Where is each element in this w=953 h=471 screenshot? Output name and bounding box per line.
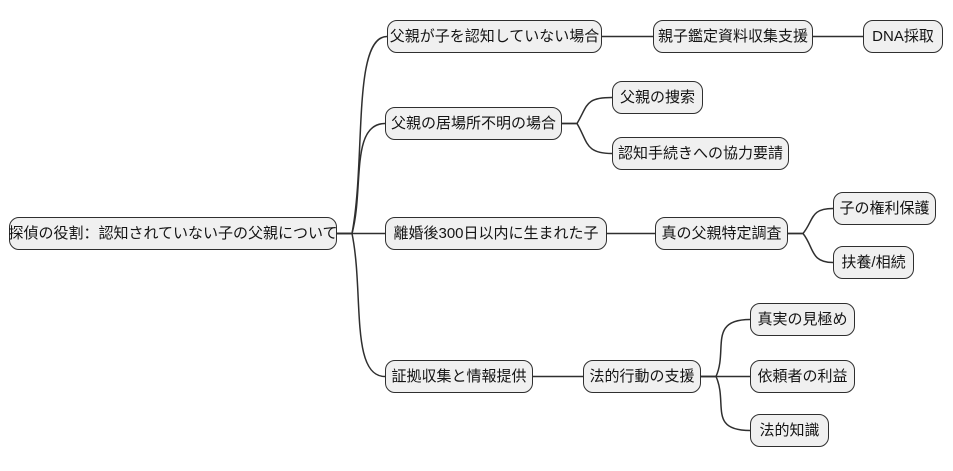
node-born-within-300-days: 離婚後300日以内に生まれた子	[385, 217, 607, 250]
node-father-whereabouts-unknown: 父親の居場所不明の場合	[385, 107, 562, 140]
node-cooperation-request: 認知手続きへの協力要請	[612, 137, 789, 170]
node-legal-action-support: 法的行動の支援	[583, 360, 701, 393]
node-father-search: 父親の捜索	[612, 81, 703, 114]
edge-whereabouts-to-cooperation-request	[561, 122, 613, 155]
edge-root-to-evidence-collection	[336, 232, 386, 378]
node-client-interest: 依頼者の利益	[750, 360, 855, 393]
node-root: 探偵の役割：認知されていない子の父親について	[8, 217, 338, 250]
node-support-inheritance: 扶養/相続	[833, 246, 914, 279]
edge-root-to-whereabouts-unknown	[336, 122, 386, 235]
edge-investigation-to-support-inheritance	[787, 232, 834, 264]
node-dna-collection: DNA採取	[863, 20, 943, 53]
edge-legal-action-to-legal-knowledge	[700, 375, 751, 432]
node-legal-knowledge: 法的知識	[750, 414, 829, 447]
edge-legal-action-to-truth	[700, 318, 751, 378]
edge-investigation-to-child-rights	[787, 207, 834, 235]
node-true-father-investigation: 真の父親特定調査	[655, 217, 788, 250]
edge-root-to-father-not-acknowledging	[336, 35, 388, 235]
node-truth-discernment: 真実の見極め	[750, 303, 855, 336]
node-father-not-acknowledging: 父親が子を認知していない場合	[387, 20, 602, 53]
node-child-rights-protection: 子の権利保護	[833, 192, 936, 225]
edge-whereabouts-to-father-search	[561, 96, 613, 125]
node-evidence-collection: 証拠収集と情報提供	[385, 360, 533, 393]
node-paternity-test-support: 親子鑑定資料収集支援	[653, 20, 813, 53]
